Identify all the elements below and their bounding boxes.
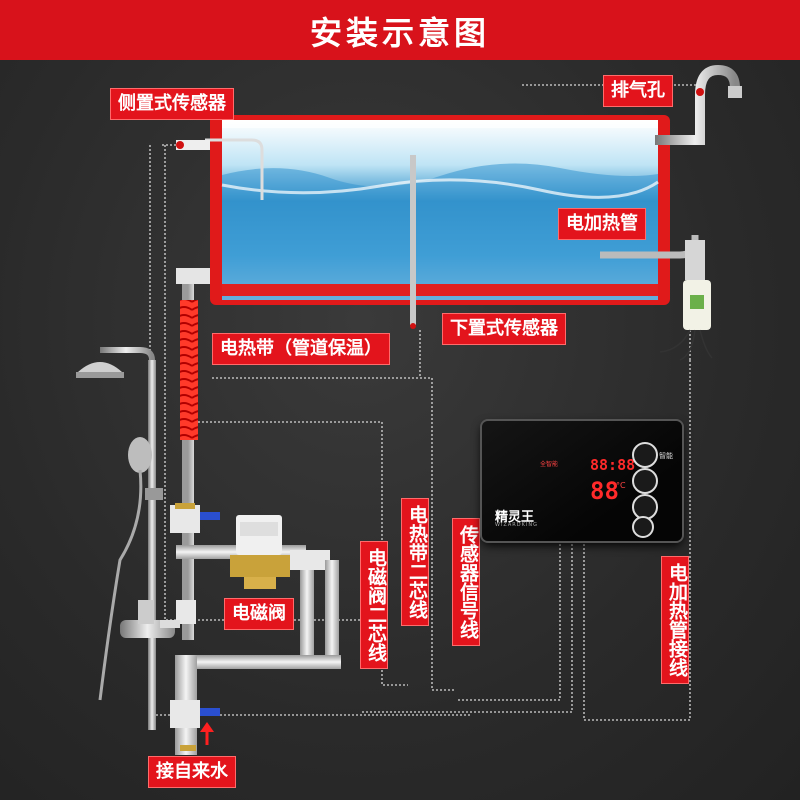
label-heat-tape: 电热带（管道保温） bbox=[212, 333, 390, 365]
label-tape-wire: 电热带二芯线 bbox=[401, 498, 429, 626]
controller-time-display: 88:88 bbox=[590, 456, 636, 474]
title-banner bbox=[0, 0, 800, 60]
page-title: 安装示意图 bbox=[309, 14, 490, 52]
pipe-system bbox=[170, 268, 341, 755]
label-side-sensor: 侧置式传感器 bbox=[110, 88, 234, 120]
solenoid-valve-graphic bbox=[230, 515, 290, 589]
controller-mode-text: 全智能 bbox=[540, 461, 559, 468]
label-solenoid-valve: 电磁阀 bbox=[224, 598, 294, 630]
label-sensor-wire: 传感器信号线 bbox=[452, 518, 480, 646]
controller-button-3[interactable] bbox=[632, 494, 658, 520]
controller-button-4[interactable] bbox=[632, 516, 654, 538]
label-vent: 排气孔 bbox=[603, 75, 673, 107]
controller-temp-display: 88 bbox=[590, 477, 619, 505]
controller-brand-sub: WIZARDKING bbox=[495, 522, 538, 528]
controller-unit: °C bbox=[616, 481, 626, 490]
label-tap-water: 接自来水 bbox=[148, 756, 236, 788]
label-valve-wire: 电磁阀二芯线 bbox=[360, 541, 388, 669]
controller-button-2[interactable] bbox=[632, 468, 658, 494]
controller-button-1[interactable] bbox=[632, 442, 658, 468]
controller-button-1-label: 智能 bbox=[659, 452, 673, 460]
controller-brand: 精灵王 bbox=[495, 510, 535, 525]
shower-set-graphic bbox=[76, 347, 180, 730]
heater-tube-graphic bbox=[600, 235, 713, 361]
label-heater-tube: 电加热管 bbox=[558, 208, 646, 240]
inlet-arrow bbox=[200, 722, 214, 745]
label-bottom-sensor: 下置式传感器 bbox=[442, 313, 566, 345]
label-heater-wire: 电加热管接线 bbox=[661, 556, 689, 684]
